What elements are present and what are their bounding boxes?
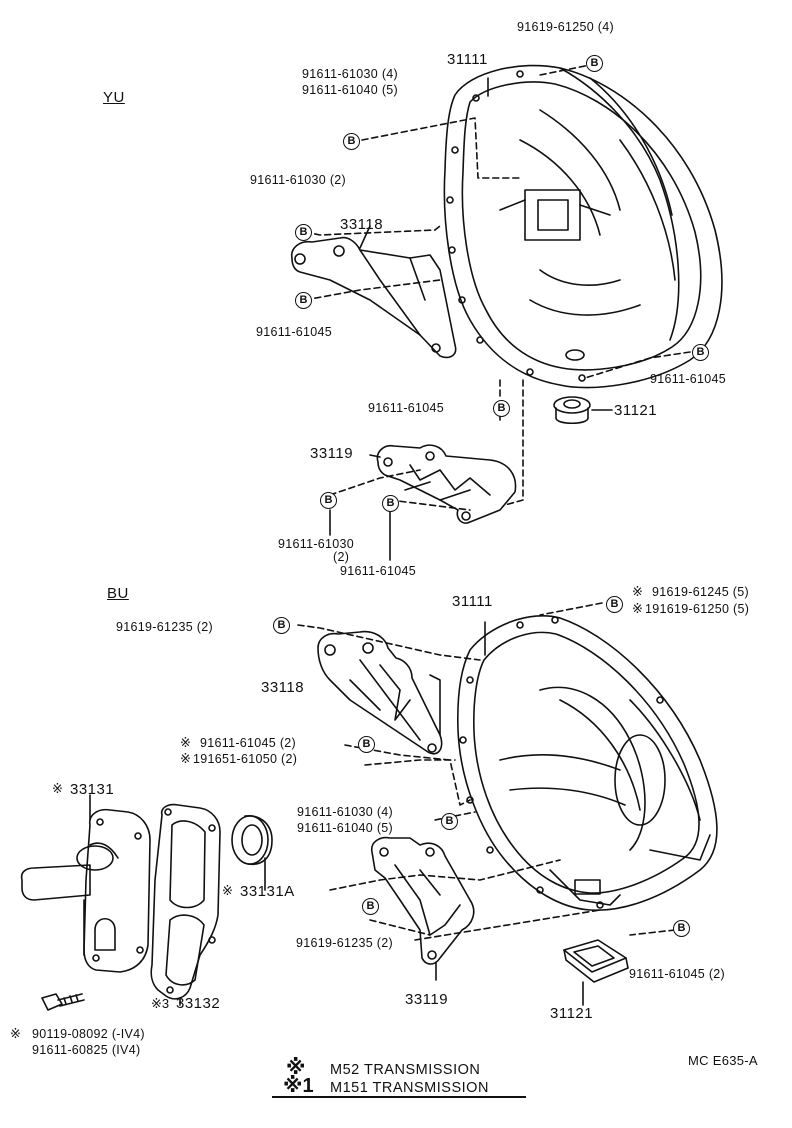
bu-badge-b-5: B bbox=[362, 898, 379, 915]
bu-bracket-33119 bbox=[370, 836, 475, 981]
bu-label-91619-61245-5: 91619-61245 (5) bbox=[652, 585, 749, 599]
yu-badge-b-4: B bbox=[295, 292, 312, 309]
bu-label-91619-61235-2-bot: 91619-61235 (2) bbox=[296, 936, 393, 950]
bu-badge-b-2: B bbox=[273, 617, 290, 634]
yu-label-31111: 31111 bbox=[447, 51, 488, 68]
yu-label-91619-61250-4: 91619-61250 (4) bbox=[517, 20, 614, 34]
yu-bracket-33118 bbox=[290, 225, 457, 359]
bu-mark-kome-3: ※ bbox=[180, 735, 191, 750]
yu-label-qty-2: (2) bbox=[333, 550, 350, 564]
yu-badge-b-6: B bbox=[493, 400, 510, 417]
yu-clutch-housing-31111 bbox=[443, 64, 723, 389]
yu-label-91611-61030: 91611-61030 bbox=[278, 537, 355, 551]
yu-label-91611-61030-2: 91611-61030 (2) bbox=[250, 173, 347, 187]
bu-label-33118: 33118 bbox=[261, 679, 305, 696]
legend-m52: M52 TRANSMISSION bbox=[330, 1062, 481, 1078]
bu-mark-kome-5: ※ bbox=[52, 781, 63, 796]
figure-code: MC E635-A bbox=[688, 1053, 758, 1068]
section-bu-label: BU bbox=[107, 585, 129, 602]
yu-label-91611-61030-4: 91611-61030 (4) bbox=[302, 67, 399, 81]
bu-mark-kome-6: ※ bbox=[222, 883, 233, 898]
bu-mark-kome3: ※3 bbox=[151, 996, 170, 1011]
bu-plug-31121 bbox=[563, 939, 629, 1006]
section-yu-label: YU bbox=[103, 89, 125, 106]
bu-label-33131: 33131 bbox=[70, 781, 115, 798]
bu-label-91611-61030-4: 91611-61030 (4) bbox=[297, 805, 394, 819]
bu-mark-kome-1: ※ bbox=[632, 584, 643, 599]
yu-badge-b-7: B bbox=[320, 492, 337, 509]
bu-label-33119: 33119 bbox=[405, 991, 449, 1008]
bu-mark-kome-4: ※ bbox=[180, 751, 191, 766]
yu-badge-b-1: B bbox=[586, 55, 603, 72]
yu-badge-b-2: B bbox=[343, 133, 360, 150]
yu-label-31121: 31121 bbox=[614, 402, 658, 419]
bu-badge-b-3: B bbox=[358, 736, 375, 753]
bu-badge-b-4: B bbox=[441, 813, 458, 830]
legend-mark-kome: ※ bbox=[286, 1057, 306, 1079]
yu-label-91611-61045-b: 91611-61045 bbox=[650, 372, 727, 386]
yu-label-91611-61045-d: 91611-61045 bbox=[340, 564, 417, 578]
bu-label-90119-08092: 90119-08092 (-IV4) bbox=[32, 1027, 145, 1041]
yu-label-33119: 33119 bbox=[310, 445, 354, 462]
bu-clutch-housing-31111 bbox=[457, 615, 718, 912]
bu-seal-33131A bbox=[231, 815, 273, 891]
bu-badge-b-6: B bbox=[673, 920, 690, 937]
bu-label-33132: 33132 bbox=[176, 995, 221, 1012]
yu-badge-b-5: B bbox=[692, 344, 709, 361]
legend-m151: M151 TRANSMISSION bbox=[330, 1080, 489, 1096]
bu-label-91619-61235-2-top: 91619-61235 (2) bbox=[116, 620, 213, 634]
bu-cover-33131 bbox=[20, 808, 151, 973]
legend-mark-kome1: ※1 bbox=[283, 1075, 314, 1097]
bu-label-191651-61050-2: 191651-61050 (2) bbox=[193, 752, 298, 766]
bu-label-31121: 31121 bbox=[550, 1005, 594, 1022]
yu-label-91611-61040-5: 91611-61040 (5) bbox=[302, 83, 399, 97]
bu-mark-kome-7: ※ bbox=[10, 1026, 21, 1041]
bu-label-91611-61040-5: 91611-61040 (5) bbox=[297, 821, 394, 835]
bu-mark-kome-2: ※ bbox=[632, 601, 643, 616]
yu-plug-31121 bbox=[553, 396, 613, 425]
bu-bolt-90119 bbox=[41, 993, 85, 1011]
yu-badge-b-8: B bbox=[382, 495, 399, 512]
bu-label-91611-61045-2b: 91611-61045 (2) bbox=[629, 967, 726, 981]
yu-label-91611-61045-c: 91611-61045 bbox=[368, 401, 445, 415]
bu-label-191619-61250-5: 191619-61250 (5) bbox=[645, 602, 750, 616]
bu-label-91611-60825: 91611-60825 (IV4) bbox=[32, 1043, 141, 1057]
bu-label-91611-61045-2: 91611-61045 (2) bbox=[200, 736, 297, 750]
bu-bracket-33118 bbox=[317, 630, 443, 755]
yu-label-33118: 33118 bbox=[340, 216, 384, 233]
bu-label-33131A: 33131A bbox=[240, 883, 295, 900]
yu-badge-b-3: B bbox=[295, 224, 312, 241]
bu-badge-b-1: B bbox=[606, 596, 623, 613]
yu-bracket-33119 bbox=[369, 444, 517, 524]
yu-label-91611-61045-a: 91611-61045 bbox=[256, 325, 333, 339]
legend-underline bbox=[272, 1096, 526, 1098]
bu-gasket-33132 bbox=[150, 803, 221, 1000]
bu-label-31111: 31111 bbox=[452, 593, 493, 610]
